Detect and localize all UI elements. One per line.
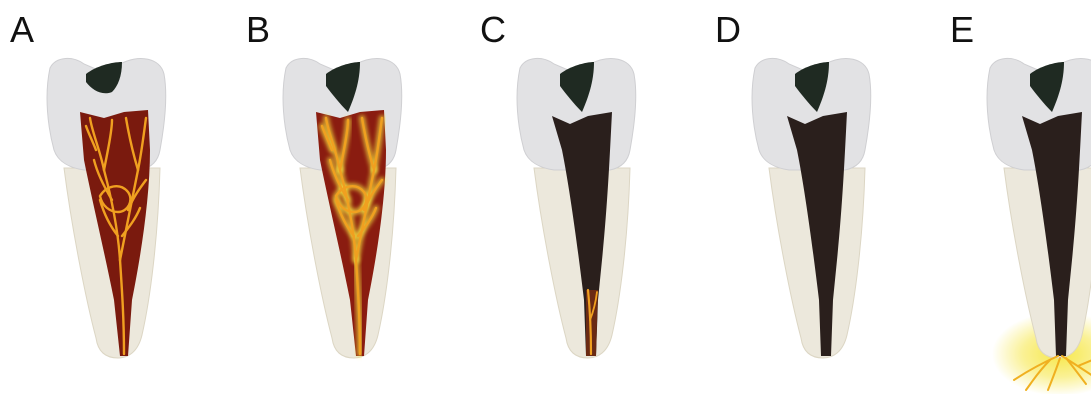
tooth-illustration (705, 0, 905, 394)
panel-d: D (705, 0, 905, 394)
apical-vital-tissue (586, 290, 598, 356)
panel-e: E (940, 0, 1091, 394)
tooth-illustration (470, 0, 670, 394)
tooth-illustration (940, 0, 1091, 394)
panel-c: C (470, 0, 670, 394)
panel-a: A (0, 0, 200, 394)
tooth-illustration (0, 0, 200, 394)
panel-b: B (236, 0, 436, 394)
tooth-illustration (236, 0, 436, 394)
